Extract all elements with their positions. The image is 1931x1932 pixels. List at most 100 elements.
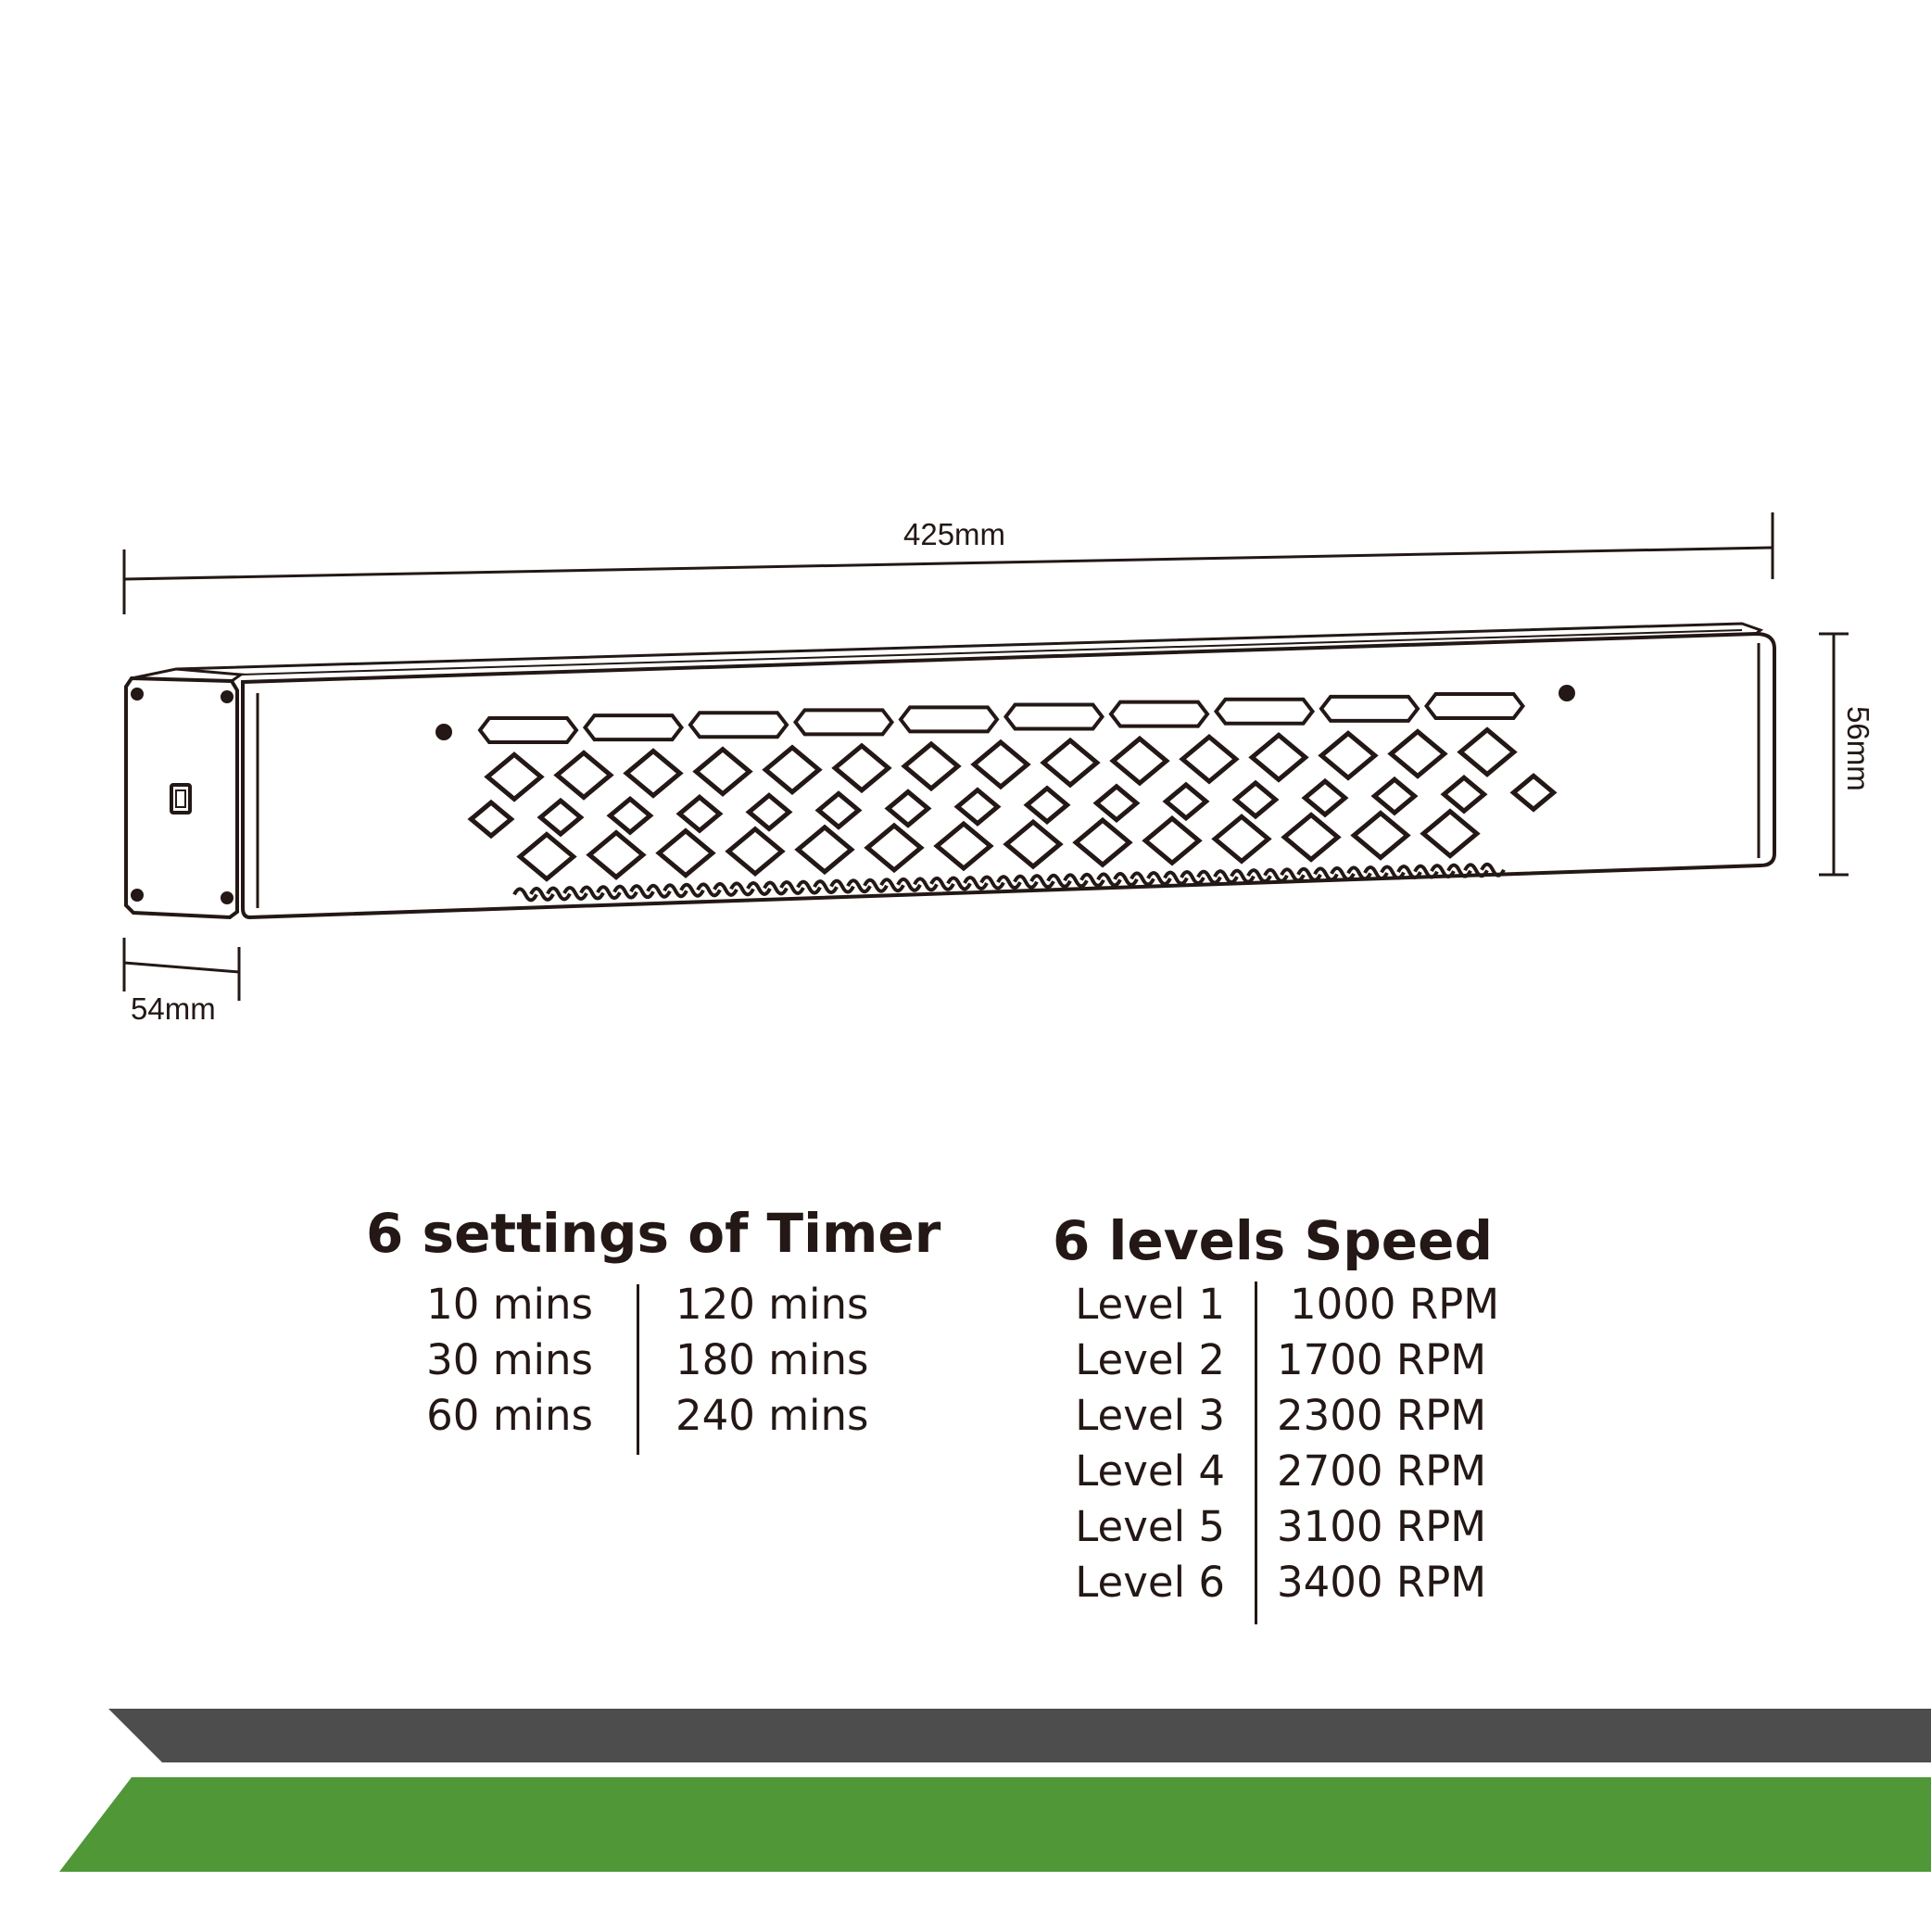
screw-icon <box>221 891 233 904</box>
length-dimension-label: 425mm <box>903 517 1006 551</box>
grille-cell <box>1162 781 1210 822</box>
grille-slot <box>1213 697 1316 726</box>
screw-icon <box>131 688 144 701</box>
end-cap <box>124 676 239 920</box>
heating-coil <box>512 862 1506 903</box>
housing-top <box>175 622 1764 671</box>
grille-cell <box>953 787 1002 827</box>
grille-cell <box>1231 779 1280 820</box>
grille-slot <box>898 705 1000 734</box>
timer-option: 30 mins <box>426 1335 593 1384</box>
grille-cell <box>1281 812 1342 863</box>
grille-cell <box>725 826 786 878</box>
grille-cell <box>762 744 823 795</box>
speed-level: Level 5 <box>1075 1502 1225 1551</box>
grille-slot <box>582 713 685 742</box>
depth-dimension-line <box>122 938 241 1001</box>
grille-cell <box>1142 815 1203 866</box>
timer-heading: 6 settings of Timer <box>366 1202 941 1265</box>
grille-cell <box>1179 734 1240 785</box>
grille-cell <box>606 795 654 836</box>
speed-rpm: 2700 RPM <box>1277 1446 1487 1496</box>
grille-cell <box>970 739 1031 790</box>
heater-body <box>124 622 1776 920</box>
speed-rpm-column: 1000 RPM 1700 RPM 2300 RPM 2700 RPM 3100… <box>1277 1277 1499 1610</box>
speed-divider <box>1255 1282 1257 1624</box>
timer-option: 120 mins <box>675 1280 869 1329</box>
grille-cell <box>1023 785 1071 825</box>
grille-slot <box>477 716 579 744</box>
grille-slot <box>1003 702 1105 731</box>
height-dimension-line <box>1819 632 1849 877</box>
timer-option: 240 mins <box>675 1391 869 1440</box>
grille-cell <box>745 792 793 832</box>
timer-option: 180 mins <box>675 1335 869 1384</box>
grille-cell <box>1211 814 1272 865</box>
grille-cell <box>675 794 724 834</box>
grille-cell <box>864 822 925 874</box>
timer-option: 60 mins <box>426 1391 593 1440</box>
grille-cell <box>586 829 647 880</box>
length-dimension-line <box>122 512 1774 614</box>
grille-cell <box>1457 726 1518 777</box>
grille-cell <box>901 740 962 792</box>
grille-cell <box>1350 810 1411 861</box>
speed-level: Level 3 <box>1075 1391 1225 1440</box>
grille-cell <box>884 789 932 828</box>
grille-cell <box>1003 818 1064 870</box>
grille-cell <box>623 748 684 799</box>
screw-icon <box>131 889 144 902</box>
grille-cell <box>1248 732 1309 783</box>
speed-rpm: 1000 RPM <box>1290 1280 1500 1329</box>
grille-cell <box>1072 816 1133 868</box>
grille-cell <box>692 746 753 797</box>
grille-cell <box>1040 737 1101 789</box>
timer-right-column: 120 mins 180 mins 240 mins <box>675 1277 869 1444</box>
grille-cell <box>655 827 716 878</box>
grille-cell <box>467 799 515 840</box>
speed-level: Level 2 <box>1075 1335 1225 1384</box>
grille-slot <box>1108 700 1210 728</box>
grille-slot <box>688 711 789 739</box>
grille-slot <box>792 708 895 737</box>
screw-icon <box>1559 685 1575 701</box>
speed-rpm: 2300 RPM <box>1277 1391 1487 1440</box>
speed-level: Level 4 <box>1075 1446 1225 1496</box>
grille-cell <box>1509 773 1558 813</box>
timer-divider <box>637 1284 639 1455</box>
grille-cell <box>1370 776 1419 816</box>
timer-option: 10 mins <box>426 1280 593 1329</box>
grille-cell <box>536 797 585 838</box>
grille-cell <box>1092 783 1141 824</box>
grille-cell <box>1420 808 1481 859</box>
grille-cell <box>1301 777 1349 818</box>
screw-icon <box>221 690 233 703</box>
screw-icon <box>435 724 452 740</box>
housing-front <box>241 631 1776 920</box>
height-dimension-label: 56mm <box>1841 706 1875 791</box>
grille-cell <box>1109 735 1170 787</box>
speed-level-column: Level 1 Level 2 Level 3 Level 4 Level 5 … <box>1038 1277 1225 1610</box>
depth-dimension-label: 54mm <box>131 991 216 1026</box>
grille-cell <box>553 750 614 801</box>
grille-cell <box>794 824 855 876</box>
speed-heading: 6 levels Speed <box>1053 1209 1493 1272</box>
grille-honeycomb <box>467 726 1558 903</box>
speed-rpm: 3100 RPM <box>1277 1502 1487 1551</box>
grille-slot <box>1423 691 1526 720</box>
dark-accent-band <box>108 1709 1931 1762</box>
grille-cell <box>814 790 863 830</box>
grille-top-slots <box>477 691 1526 744</box>
grille-cell <box>516 831 577 882</box>
speed-rpm: 3400 RPM <box>1277 1558 1487 1607</box>
grille-cell <box>1440 774 1488 814</box>
speed-rpm: 1700 RPM <box>1277 1335 1487 1384</box>
grille-cell <box>1387 728 1448 779</box>
speed-level: Level 1 <box>1075 1280 1225 1329</box>
switch-icon <box>170 783 192 814</box>
grille-cell <box>484 751 545 802</box>
grille-cell <box>933 820 994 872</box>
grille-cell <box>1318 730 1379 781</box>
timer-left-column: 10 mins 30 mins 60 mins <box>408 1277 593 1444</box>
